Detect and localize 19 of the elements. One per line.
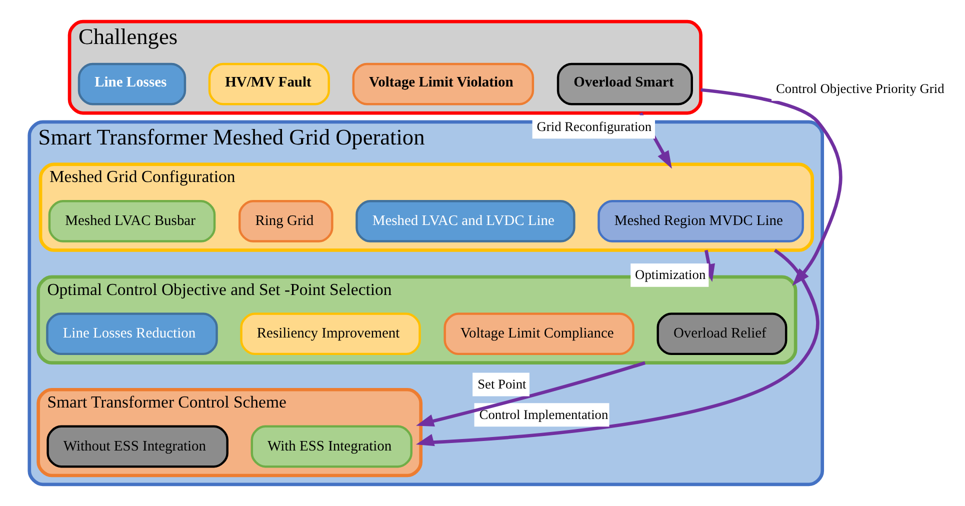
- node-box: Line Losses Reduction: [46, 312, 218, 356]
- edge-label: Set Point: [477, 376, 526, 392]
- edge-label: Grid Reconfiguration: [536, 118, 652, 134]
- node-box: Meshed LVAC Busbar: [48, 200, 216, 242]
- node-box: Meshed Region MVDC Line: [597, 200, 804, 242]
- edge-label: Control Implementation: [478, 406, 608, 422]
- node-box: With ESS Integration: [250, 425, 412, 468]
- node-box: Voltage Limit Violation: [352, 62, 534, 106]
- node-box: Resiliency Improvement: [240, 312, 420, 356]
- node-box: Ring Grid: [238, 200, 333, 242]
- edge-label: Control Objective Priority Grid: [776, 81, 944, 96]
- node-box: Voltage Limit Compliance: [443, 312, 634, 356]
- node-box: Overload Relief: [656, 312, 787, 356]
- arrow: [415, 248, 819, 446]
- node-box: Line Losses: [77, 62, 186, 106]
- node-box: HV/MV Fault: [208, 62, 330, 106]
- node-box: Without ESS Integration: [46, 425, 228, 468]
- node-box: Meshed LVAC and LVDC Line: [355, 200, 575, 242]
- node-box: Overload Smart: [556, 62, 692, 106]
